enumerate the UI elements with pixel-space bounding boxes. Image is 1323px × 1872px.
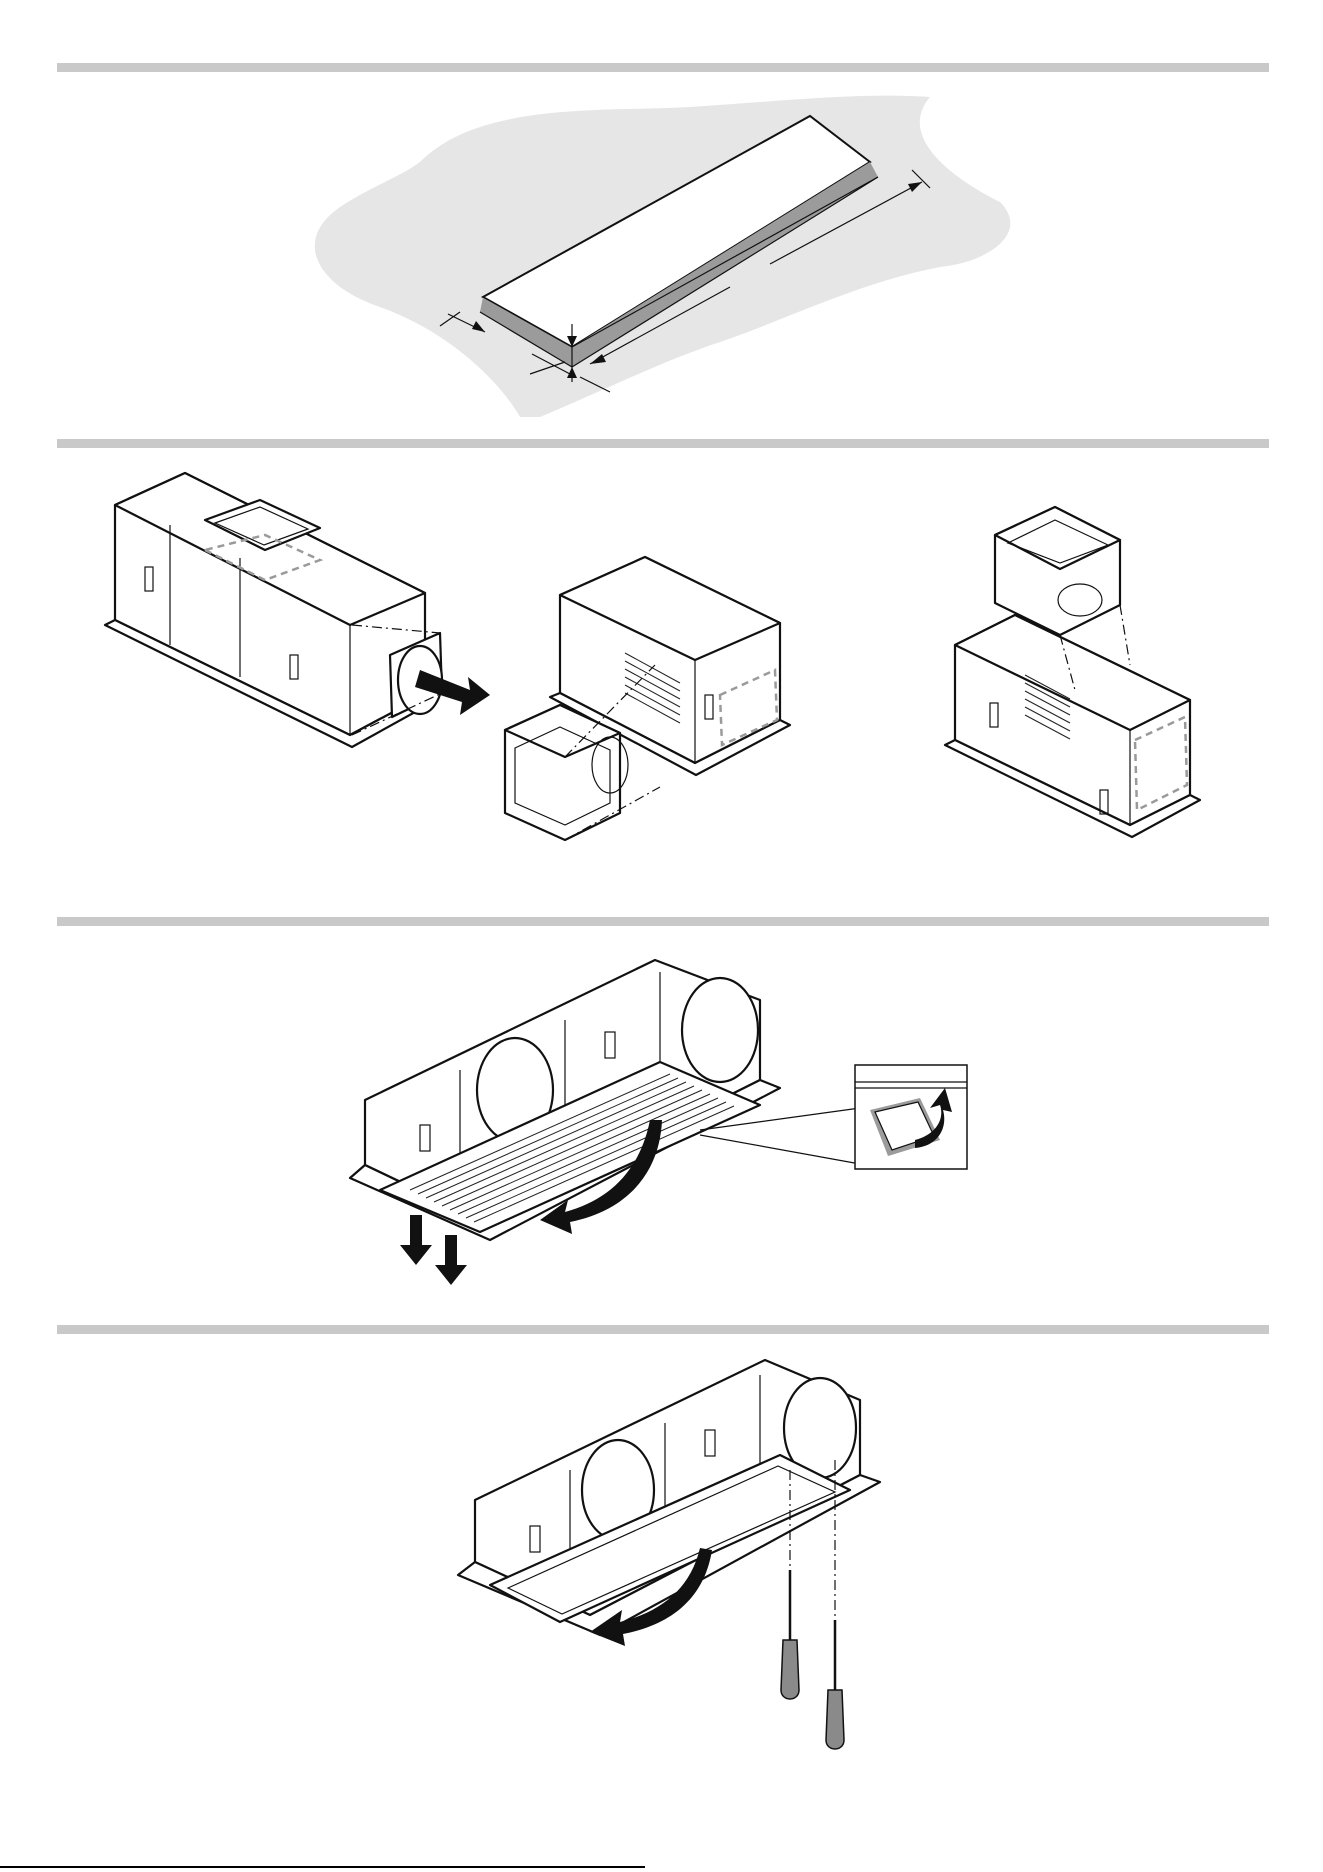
- section-divider-3: [57, 917, 1269, 926]
- screwdriver-icon: [781, 1570, 799, 1699]
- screwdriver-icon: [826, 1620, 844, 1749]
- latch-detail-icon: [855, 1065, 967, 1169]
- unit-view-b: [505, 557, 790, 840]
- remove-grease-filter-figure: [340, 950, 980, 1300]
- section-divider-4: [57, 1325, 1269, 1334]
- remove-bottom-panel-figure: [450, 1350, 890, 1760]
- footer-rule: [0, 1866, 645, 1868]
- convert-air-outlet-figure: [90, 465, 1250, 885]
- cutout-dimensions-figure: [300, 92, 1020, 417]
- section-divider-2: [57, 439, 1269, 448]
- arrow-icon: [435, 1235, 467, 1285]
- unit-view-a: [105, 473, 490, 747]
- unit-view-c: [945, 507, 1200, 837]
- arrow-icon: [400, 1215, 432, 1265]
- section-divider-1: [57, 63, 1269, 72]
